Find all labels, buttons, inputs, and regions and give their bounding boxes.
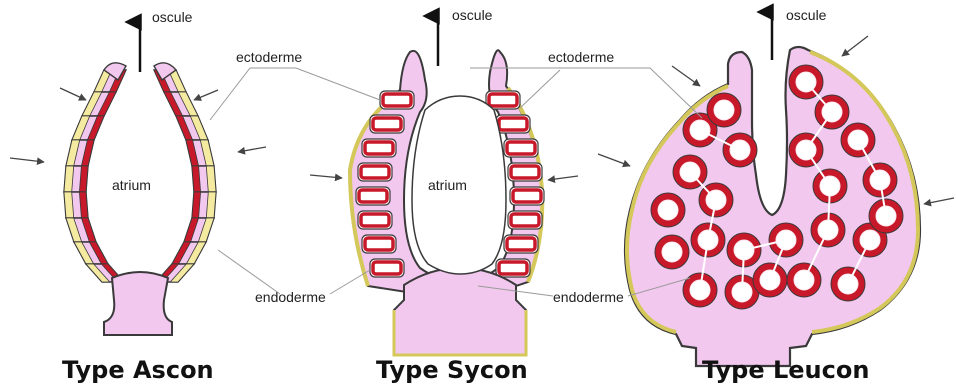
inflow-arrow (310, 175, 342, 178)
ascon-title: Type Ascon (62, 356, 214, 384)
ectoderm-label-right: ectoderme (548, 49, 614, 65)
sycon-base (394, 268, 526, 355)
inflow-arrow (924, 198, 954, 204)
leucon-osculum-label: oscule (786, 7, 827, 23)
sycon-title: Type Sycon (376, 356, 528, 384)
leucon-title: Type Leucon (702, 356, 869, 384)
ascon-ectoderm-cell (206, 192, 216, 218)
ascon-osculum-label: oscule (152, 9, 193, 25)
ascon-body-wall (64, 63, 216, 282)
sycon-osculum-label: oscule (452, 7, 493, 23)
leucon-chamber-lumen (662, 242, 682, 262)
ascon-atrium-label: atrium (112, 177, 151, 193)
inflow-arrow (194, 90, 218, 100)
leucon-diagram: oscule Type Leucon (598, 7, 954, 384)
ascon-ectoderm-cell (64, 192, 74, 218)
inflow-arrow (598, 154, 630, 166)
inflow-arrow (672, 66, 700, 86)
sycon-diagram: oscule atrium Type Sycon (310, 7, 578, 384)
endoderm-label-left: endoderme (255, 289, 326, 305)
inflow-arrow (10, 158, 44, 162)
inflow-arrow (60, 88, 86, 100)
ascon-ectoderm-cell (64, 166, 74, 192)
inflow-arrow (548, 176, 578, 180)
ascon-ectoderm-cell (206, 166, 216, 192)
leucon-chamber-lumen (658, 200, 678, 220)
inflow-arrow (238, 147, 266, 152)
ascon-diagram: oscule atrium Type Ascon (10, 9, 266, 384)
ascon-base (104, 272, 172, 335)
sycon-atrium-label: atrium (428, 177, 467, 193)
ectoderm-label-left: ectoderme (236, 49, 302, 65)
inflow-arrow (842, 36, 868, 56)
endoderm-label-right: endoderme (553, 289, 624, 305)
leucon-chamber-lumen (714, 100, 734, 120)
